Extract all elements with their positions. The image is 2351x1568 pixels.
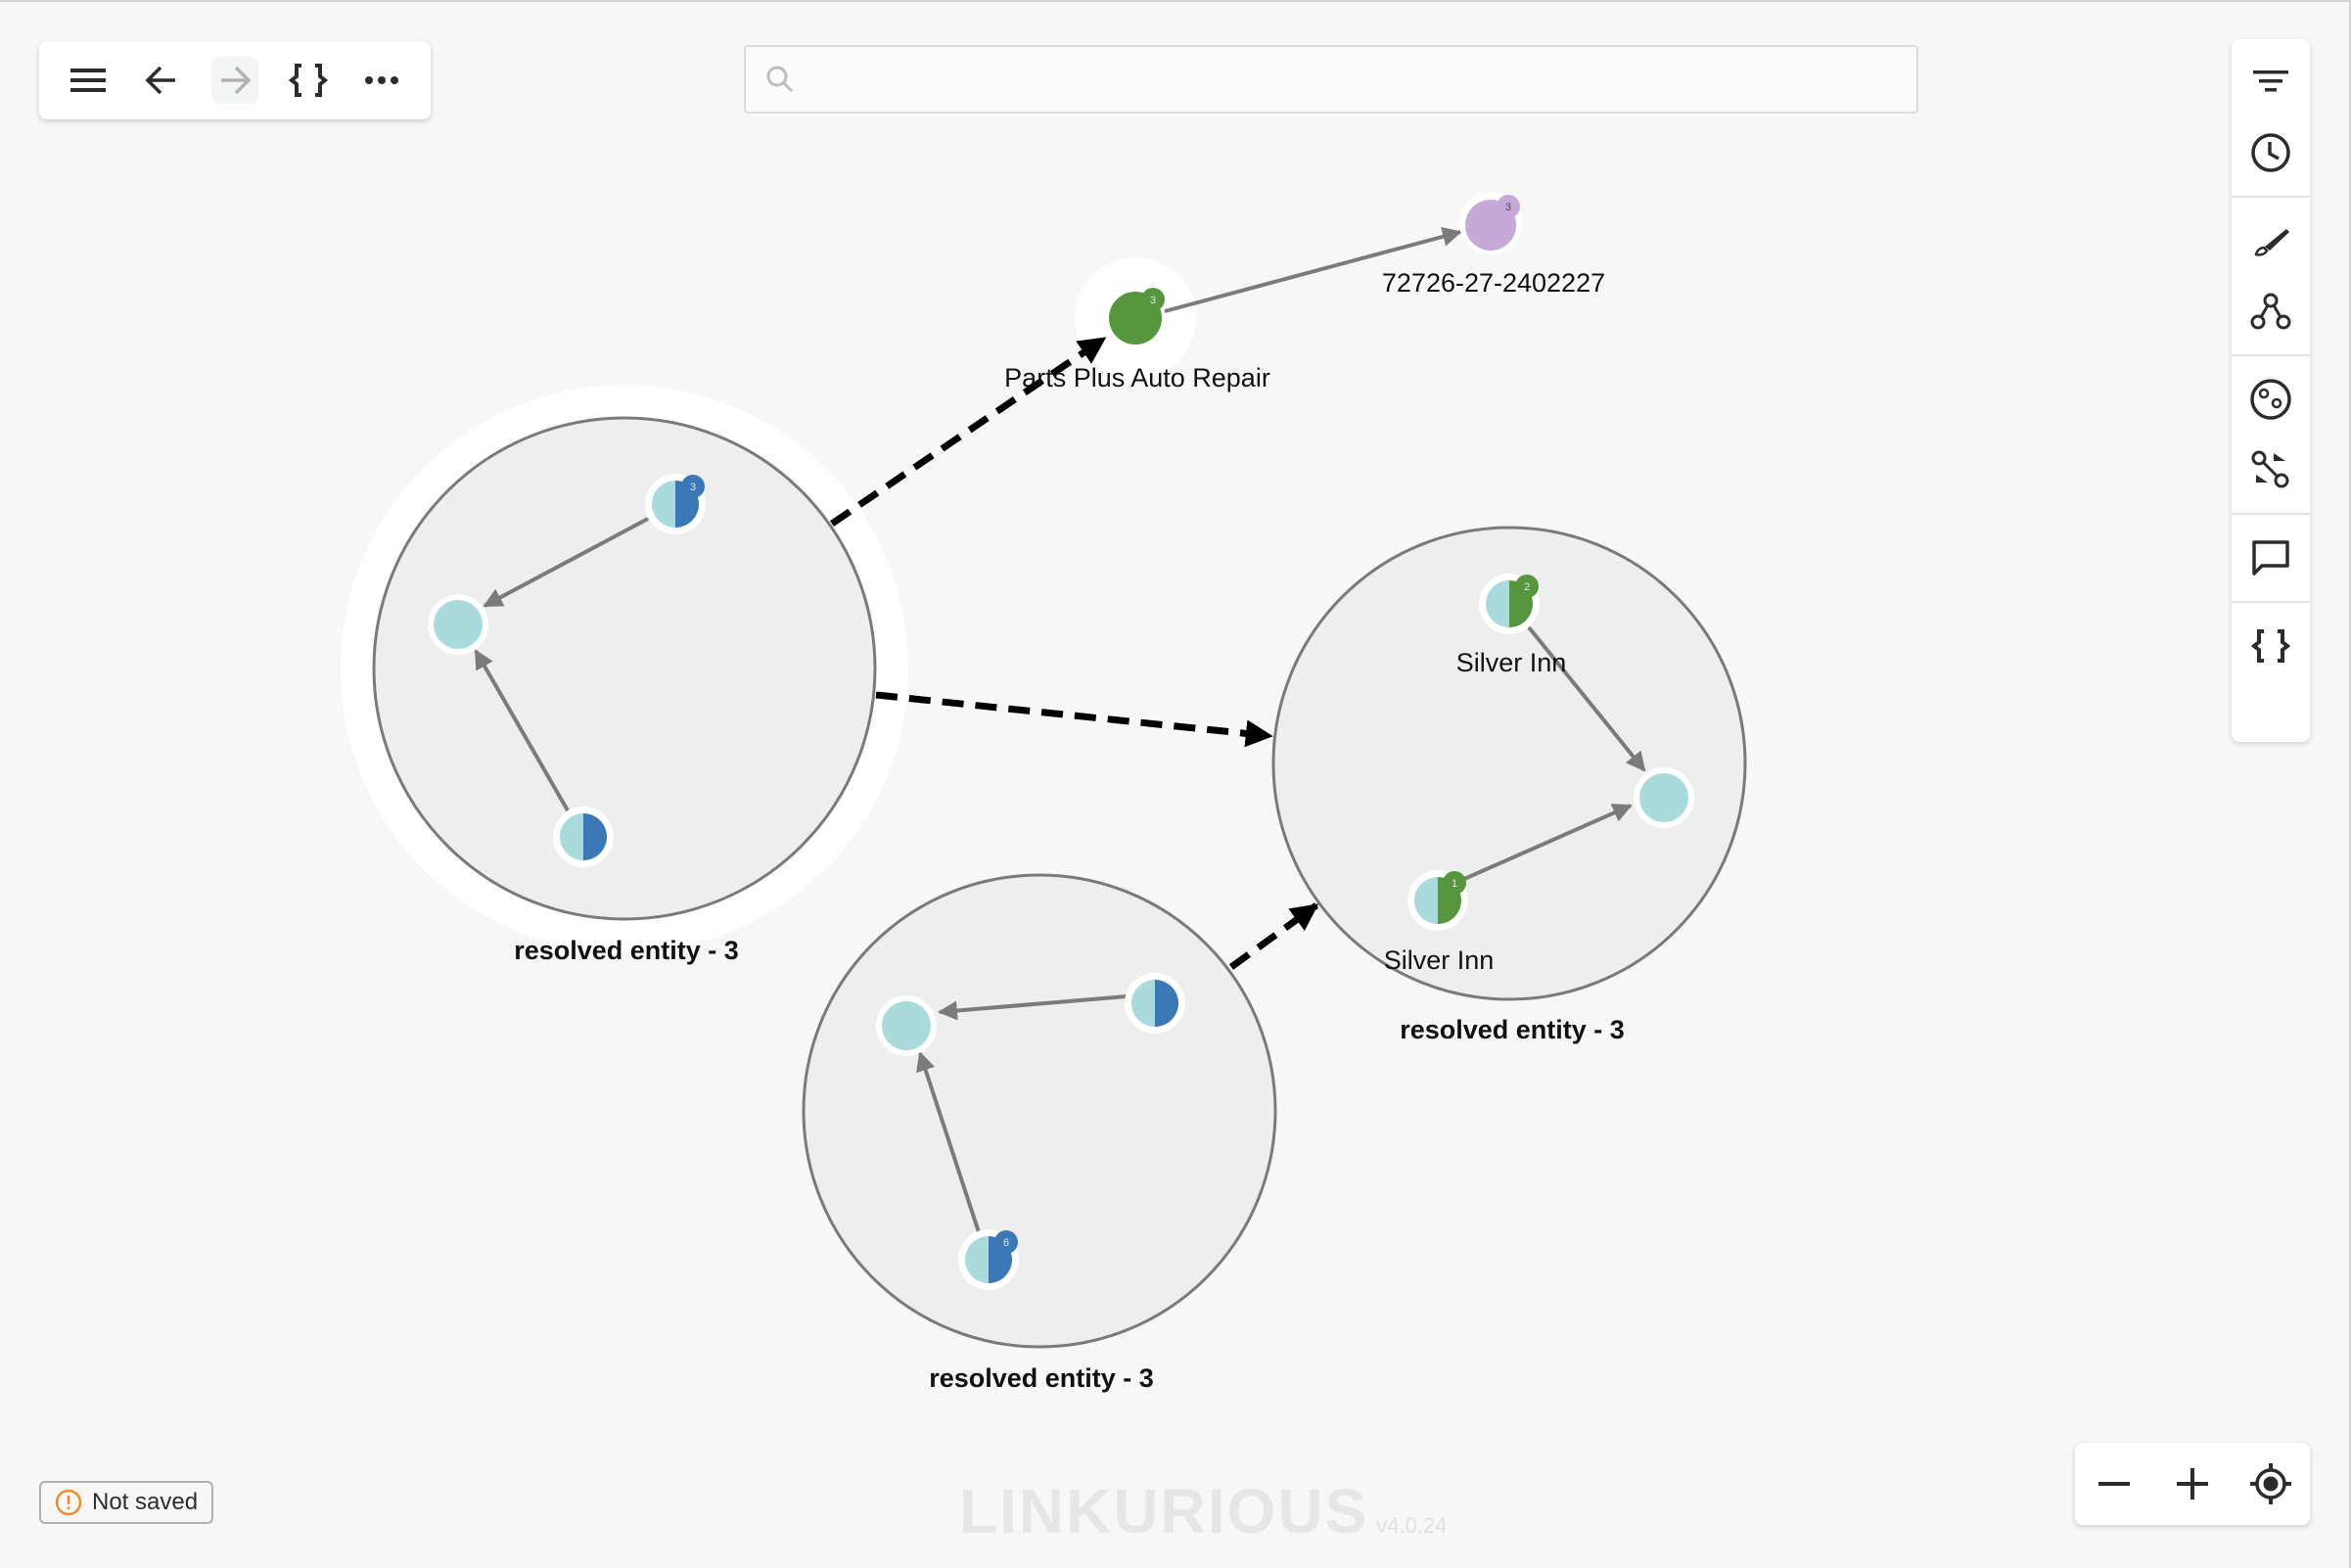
search-icon bbox=[766, 66, 794, 93]
zoom-in-button[interactable] bbox=[2163, 1454, 2222, 1513]
comments-button[interactable] bbox=[2241, 523, 2300, 593]
edge-cluster-c-to-cluster-b[interactable] bbox=[1228, 902, 1319, 970]
path-finding-icon bbox=[2251, 450, 2289, 488]
zoom-out-icon bbox=[2098, 1482, 2130, 1486]
svg-text:1: 1 bbox=[1452, 878, 1457, 890]
node-a3[interactable] bbox=[553, 807, 614, 867]
window-right-border bbox=[2349, 0, 2351, 1568]
geo-mode-button[interactable] bbox=[2241, 364, 2300, 435]
edge-cluster-a-to-cluster-b[interactable] bbox=[875, 691, 1273, 748]
node-b2[interactable] bbox=[1634, 767, 1694, 828]
save-status-label: Not saved bbox=[92, 1489, 199, 1515]
main-toolbar bbox=[39, 41, 431, 119]
edge-b1-to-b2[interactable] bbox=[1527, 625, 1646, 772]
toolbar-group-design bbox=[2232, 198, 2310, 356]
node-badge bbox=[1443, 871, 1466, 895]
node-b1[interactable]: 2 Silver Inn bbox=[1456, 574, 1567, 677]
curly-braces-icon bbox=[288, 64, 329, 97]
search-input[interactable] bbox=[808, 46, 1916, 113]
node-parts-plus[interactable]: 3 Parts Plus Auto Repair bbox=[1004, 288, 1270, 392]
brand-logo: LINKURIOUS bbox=[959, 1476, 1369, 1546]
svg-text:3: 3 bbox=[1150, 295, 1156, 306]
node-a1[interactable]: 3 bbox=[645, 474, 706, 534]
filter-button[interactable] bbox=[2241, 47, 2300, 117]
node-label: Silver Inn bbox=[1456, 648, 1567, 677]
grouping-button[interactable] bbox=[2241, 276, 2300, 346]
query-button[interactable] bbox=[285, 57, 332, 104]
geo-mode-icon bbox=[2250, 379, 2291, 420]
node-badge bbox=[994, 1230, 1018, 1254]
design-brush-icon bbox=[2254, 229, 2289, 256]
zoom-out-button[interactable] bbox=[2085, 1454, 2144, 1513]
cluster-a-label: resolved entity - 3 bbox=[514, 936, 739, 965]
arrow-left-icon bbox=[145, 66, 175, 95]
node-badge bbox=[1497, 195, 1520, 218]
save-status-badge[interactable]: Not saved bbox=[39, 1481, 214, 1524]
svg-text:2: 2 bbox=[1524, 581, 1530, 593]
side-toolbar bbox=[2232, 39, 2310, 742]
node-badge bbox=[681, 475, 705, 498]
node-c3[interactable]: 6 bbox=[958, 1229, 1019, 1290]
cluster-b[interactable] bbox=[1271, 526, 1747, 1001]
node-c2[interactable] bbox=[1125, 973, 1185, 1034]
toolbar-group-query bbox=[2232, 603, 2310, 689]
node-badge bbox=[1515, 575, 1539, 598]
locate-icon bbox=[2250, 1463, 2291, 1504]
design-button[interactable] bbox=[2241, 206, 2300, 276]
node-badge bbox=[1141, 288, 1165, 311]
edge-c2-to-c1[interactable] bbox=[938, 994, 1128, 1021]
history-button[interactable] bbox=[2241, 117, 2300, 188]
node-c1[interactable] bbox=[876, 995, 937, 1056]
node-b3[interactable]: 1 Silver Inn bbox=[1384, 870, 1495, 975]
brand-watermark: LINKURIOUS v4.0.24 bbox=[959, 1480, 1447, 1543]
svg-text:3: 3 bbox=[690, 482, 696, 493]
forward-button[interactable] bbox=[210, 57, 258, 104]
node-label: 72726-27-2402227 bbox=[1382, 268, 1605, 298]
shortest-path-button[interactable] bbox=[2241, 435, 2300, 505]
search-bar[interactable] bbox=[744, 45, 1918, 114]
cluster-c[interactable] bbox=[802, 873, 1277, 1349]
cluster-a[interactable] bbox=[372, 416, 877, 921]
back-button[interactable] bbox=[138, 57, 185, 104]
svg-text:3: 3 bbox=[1505, 202, 1511, 213]
comment-icon bbox=[2252, 540, 2289, 576]
more-button[interactable] bbox=[358, 57, 405, 104]
toolbar-group-analysis bbox=[2232, 356, 2310, 515]
history-clock-icon bbox=[2251, 133, 2290, 172]
zoom-in-icon bbox=[2177, 1468, 2208, 1499]
node-a2[interactable] bbox=[428, 594, 488, 655]
cluster-b-label: resolved entity - 3 bbox=[1400, 1015, 1625, 1044]
edge-parts-plus-to-phone[interactable] bbox=[1164, 227, 1462, 313]
filter-icon bbox=[2253, 70, 2288, 92]
locate-button[interactable] bbox=[2241, 1454, 2300, 1513]
node-label: Silver Inn bbox=[1384, 945, 1495, 975]
toolbar-group-comments bbox=[2232, 515, 2310, 603]
window-top-border bbox=[0, 0, 2351, 2]
node-label: Parts Plus Auto Repair bbox=[1004, 363, 1270, 392]
node-phone-72726[interactable]: 3 72726-27-2402227 bbox=[1382, 192, 1605, 298]
more-horizontal-icon bbox=[365, 76, 399, 84]
node-grouping-icon bbox=[2250, 293, 2291, 330]
menu-icon bbox=[69, 69, 106, 92]
edge-c3-to-c1[interactable] bbox=[916, 1051, 981, 1233]
query-panel-button[interactable] bbox=[2241, 611, 2300, 681]
version-label: v4.0.24 bbox=[1376, 1513, 1448, 1538]
toolbar-group-filters bbox=[2232, 39, 2310, 198]
edge-a3-to-a2[interactable] bbox=[474, 649, 570, 811]
warning-icon bbox=[55, 1489, 82, 1516]
arrow-right-icon bbox=[220, 66, 252, 95]
menu-button[interactable] bbox=[65, 57, 112, 104]
zoom-controls bbox=[2075, 1443, 2310, 1525]
cluster-c-label: resolved entity - 3 bbox=[929, 1363, 1154, 1393]
edge-a1-to-a2[interactable] bbox=[483, 517, 649, 608]
query-braces-icon bbox=[2250, 629, 2291, 663]
svg-text:6: 6 bbox=[1003, 1237, 1009, 1249]
edge-b3-to-b2[interactable] bbox=[1463, 804, 1633, 881]
edge-cluster-a-to-parts-plus[interactable] bbox=[830, 336, 1107, 527]
